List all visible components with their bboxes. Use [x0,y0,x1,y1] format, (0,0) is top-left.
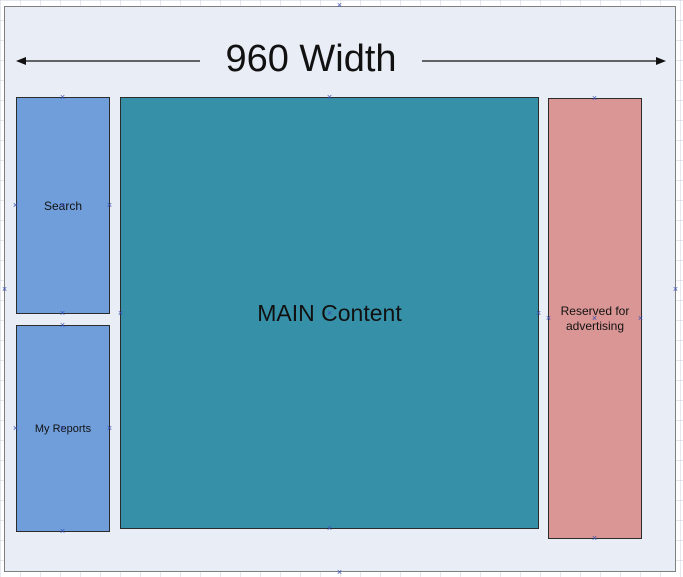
main-content-block[interactable]: MAIN Content [120,97,539,529]
width-label: 960 Width [200,36,422,82]
my-reports-block[interactable]: My Reports [16,325,110,532]
advertising-block[interactable]: Reserved for advertising [548,98,642,539]
search-block[interactable]: Search [16,97,110,314]
